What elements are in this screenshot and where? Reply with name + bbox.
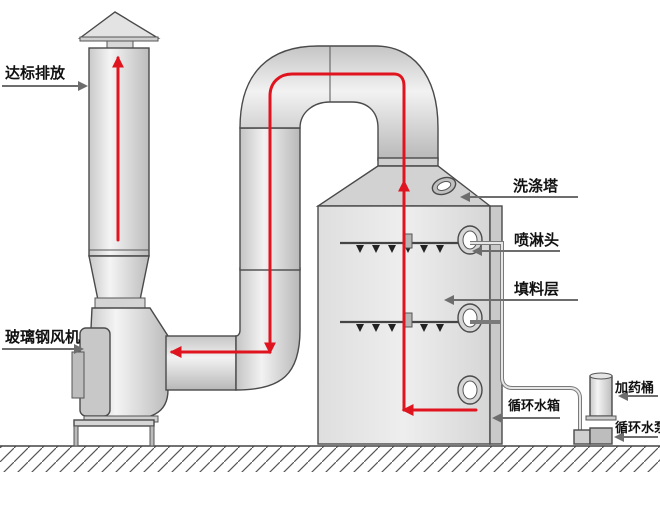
fan-outlet-flange [94,297,146,309]
label-fan: 玻璃钢风机 [5,328,80,346]
stack-reducer [88,255,150,301]
pump-motor [589,427,613,445]
red-arrow-icon [264,72,406,355]
stack-rain-cap [77,11,161,39]
dosing-tank [589,375,613,417]
spray-nozzles [356,324,444,332]
fan-motor-cap [71,351,85,399]
label-pump: 循环水泵 [615,420,660,436]
dosing-tank-base [585,415,617,421]
label-exhaust: 达标排放 [5,64,66,82]
dosing-tank-lid [589,372,613,380]
frp-fan [71,297,169,447]
label-packing: 填料层 [514,280,559,298]
label-tank: 循环水箱 [508,398,560,414]
packing-manway-inner [462,308,478,328]
fan-inlet-duct [165,335,237,391]
dosing-unit [573,372,617,445]
fan-stand-leg [73,425,79,447]
tower-top-port-inner [436,181,452,191]
fan-stand-top [73,419,155,427]
stack-cap-rim [79,36,159,42]
pump-body [573,429,591,445]
fan-stand-leg [149,425,155,447]
label-dosing: 加药桶 [614,380,654,396]
recirculation-piping [470,241,582,430]
tank-port [457,375,483,405]
spray-manway-inner [462,230,478,250]
label-tower: 洗涤塔 [513,177,559,195]
duct-lower-elbow [235,267,301,391]
ground [0,445,660,472]
gas-flow-path [112,55,478,416]
callout-labels: 达标排放 玻璃钢风机 洗涤塔 喷淋头 填料层 循环水箱 加药桶 循环水泵 [5,64,660,436]
recirc-pipe-highlight [470,242,581,430]
tank-manway-inner [462,380,478,400]
callout-leaders [2,81,658,442]
ground-hatch-icon [0,446,660,472]
tower-inlet-flange [377,157,439,167]
label-spray: 喷淋头 [514,231,559,249]
